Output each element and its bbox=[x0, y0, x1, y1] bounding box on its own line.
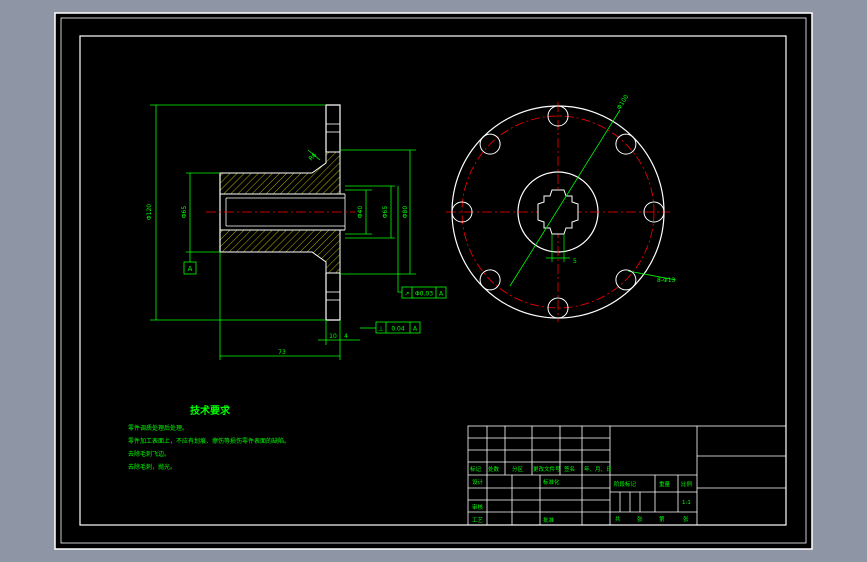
spline-bore bbox=[537, 189, 579, 235]
tb-sheet: 张 bbox=[637, 515, 643, 523]
svg-text:A: A bbox=[439, 291, 444, 298]
dim-key: 5 bbox=[573, 258, 577, 265]
svg-text:↗: ↗ bbox=[404, 291, 409, 298]
tb-total: 共 bbox=[615, 515, 621, 523]
outer-frame bbox=[60, 17, 807, 544]
datum-box bbox=[183, 261, 197, 275]
tb-mark: 标记 bbox=[470, 465, 482, 473]
tb-date: 年、月、日 bbox=[584, 465, 612, 473]
bolt-hole-5 bbox=[451, 201, 473, 223]
note-line-1: 零件调质处理后处理。 bbox=[128, 424, 188, 432]
tb-sign: 签名 bbox=[564, 465, 575, 473]
tb-design: 设计 bbox=[472, 478, 484, 486]
dim-flange-width: 10 bbox=[329, 333, 337, 340]
tb-review: 审核 bbox=[472, 503, 484, 511]
tb-stage: 阶段标记 bbox=[614, 480, 637, 488]
dim-radius: R6 bbox=[308, 152, 319, 163]
tb-zone: 分区 bbox=[512, 465, 524, 473]
flange-top-outline bbox=[325, 104, 341, 152]
drawing-sheet bbox=[54, 12, 813, 550]
bolt-hole-8 bbox=[615, 133, 637, 155]
tb-standard: 标准化 bbox=[543, 478, 560, 486]
tb-sheet-no: 第 bbox=[659, 515, 665, 523]
dim-length: 73 bbox=[278, 349, 286, 356]
dim-outer-dia: Φ120 bbox=[146, 204, 153, 220]
svg-text:A: A bbox=[413, 326, 418, 333]
dim-spigot-width: 4 bbox=[344, 333, 348, 340]
bolt-hole-7 bbox=[547, 105, 569, 127]
bolt-hole-6 bbox=[479, 133, 501, 155]
note-line-2: 零件加工表面上，不应有划痕、擦伤等损伤零件表面的缺陷。 bbox=[128, 437, 290, 445]
bolt-hole-4 bbox=[479, 269, 501, 291]
bolt-hole-top bbox=[325, 123, 341, 133]
svg-text:⊥: ⊥ bbox=[378, 326, 383, 333]
hatch-lower bbox=[219, 229, 341, 274]
technical-notes: 技术要求 零件调质处理后处理。 零件加工表面上，不应有划痕、擦伤等损伤零件表面的… bbox=[128, 404, 290, 471]
tolerance-frame-perpendicularity: ⊥ 0.04 A bbox=[375, 321, 421, 334]
tb-process: 工艺 bbox=[472, 517, 484, 524]
bolt-hole-3 bbox=[547, 297, 569, 319]
tb-approve: 批准 bbox=[543, 516, 555, 524]
dim-hub-dia: Φ65 bbox=[181, 206, 188, 219]
tb-count: 处数 bbox=[488, 465, 500, 473]
bolt-hole-bottom bbox=[325, 291, 341, 301]
bolt-hole-1 bbox=[643, 201, 665, 223]
bolt-hole-2 bbox=[615, 269, 637, 291]
svg-text:0.04: 0.04 bbox=[391, 326, 405, 333]
note-line-3: 去除毛刺飞边。 bbox=[128, 450, 170, 458]
section-view: A ↗ Φ0.03 A ⊥ 0.04 A Φ120 Φ65 Φ40 Φ65 Φ8… bbox=[146, 104, 447, 360]
tolerance-frame-runout: ↗ Φ0.03 A bbox=[401, 286, 447, 299]
note-line-4: 去除毛刺，抛光。 bbox=[128, 463, 176, 471]
datum-label: A bbox=[188, 265, 193, 273]
title-block-text: 标记 处数 分区 更改文件号 签名 年、月、日 设计 标准化 审核 工艺 批准 … bbox=[470, 465, 693, 524]
tb-scale-value: 1:1 bbox=[682, 500, 691, 506]
tb-weight: 重量 bbox=[659, 480, 671, 488]
inner-frame bbox=[79, 35, 787, 526]
tb-scale: 比例 bbox=[681, 480, 693, 488]
dim-flange-dia: Φ80 bbox=[402, 206, 409, 219]
tb-docno: 更改文件号 bbox=[533, 465, 561, 473]
dim-holes: 8-Φ13 bbox=[657, 277, 676, 284]
notes-title: 技术要求 bbox=[190, 404, 231, 417]
title-block bbox=[467, 425, 787, 526]
dim-bore-dia: Φ40 bbox=[357, 206, 364, 219]
tb-sheet-end: 张 bbox=[683, 515, 689, 523]
svg-text:Φ0.03: Φ0.03 bbox=[415, 291, 433, 298]
dim-spigot-dia: Φ65 bbox=[382, 206, 389, 219]
